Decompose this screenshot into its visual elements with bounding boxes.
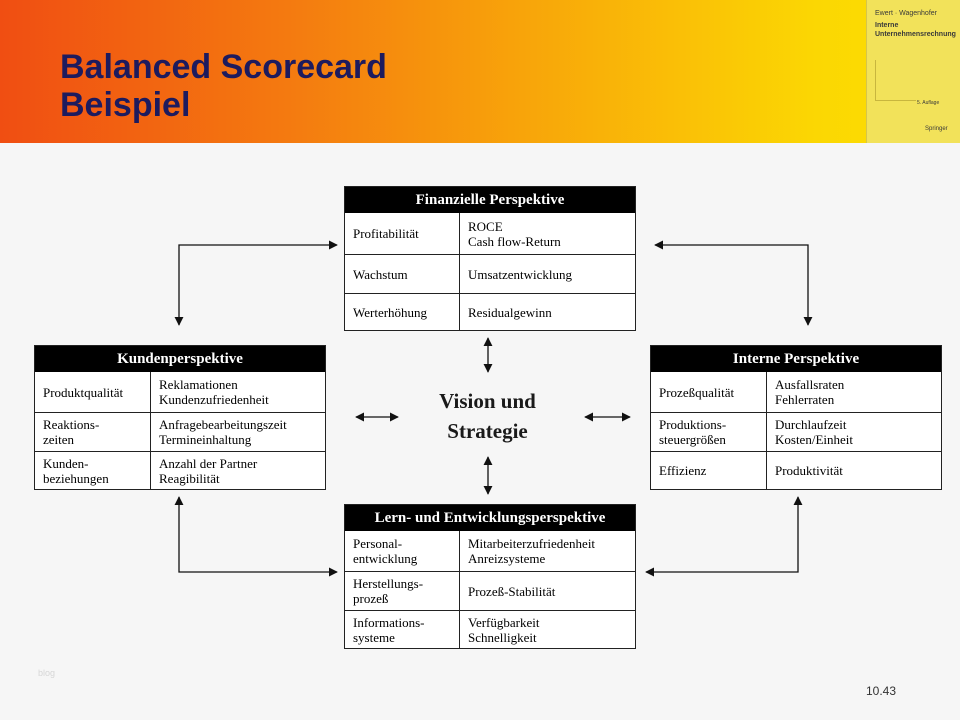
book-edition: 5. Auflage	[917, 100, 940, 106]
financial-measure: Umsatzentwicklung	[459, 255, 635, 293]
arrow-customer-learning	[174, 496, 338, 577]
page-number: 10.43	[866, 684, 897, 698]
arrow-financial-internal	[654, 240, 813, 326]
learning-objective: Herstellungs- prozeß	[353, 576, 424, 606]
learning-measure: Mitarbeiterzufriedenheit Anreizsysteme	[459, 531, 635, 571]
learning-row: Personal- entwicklung Mitarbeiterzufried…	[345, 531, 635, 571]
learning-measure: Verfügbarkeit Schnelligkeit	[459, 611, 635, 648]
learning-objective: Personal- entwicklung	[353, 536, 418, 566]
financial-measure: ROCE Cash flow-Return	[459, 213, 635, 254]
book-title: Interne Unternehmensrechnung	[875, 21, 956, 39]
learning-row: Herstellungs- prozeß Prozeß-Stabilität	[345, 571, 635, 610]
learning-row: Informations- systeme Verfügbarkeit Schn…	[345, 610, 635, 648]
arrow-financial-customer	[174, 240, 338, 326]
internal-measure: Durchlaufzeit Kosten/Einheit	[766, 413, 941, 451]
customer-measure: Anfragebearbeitungszeit Termineinhaltung	[150, 413, 325, 451]
book-cover-image: Ewert · Wagenhofer Interne Unternehmensr…	[866, 0, 960, 143]
book-title-line1: Interne	[875, 22, 899, 29]
customer-measure: Anzahl der Partner Reagibilität	[150, 452, 325, 489]
book-publisher: Springer	[925, 126, 948, 132]
internal-objective: Prozeßqualität	[659, 384, 735, 400]
watermark: blog	[38, 668, 56, 678]
internal-measure: Ausfallsraten Fehlerraten	[766, 372, 941, 412]
internal-row: Prozeßqualität Ausfallsraten Fehlerraten	[651, 372, 941, 412]
learning-objective: Informations- systeme	[353, 614, 425, 645]
financial-row: Profitabilität ROCE Cash flow-Return	[345, 213, 635, 254]
customer-row: Kunden- beziehungen Anzahl der Partner R…	[35, 451, 325, 489]
vision-strategy-label: Vision und Strategie	[400, 386, 575, 446]
book-cover-graphic	[875, 60, 916, 101]
vision-line2: Strategie	[447, 419, 528, 443]
slide-title: Balanced Scorecard Beispiel	[60, 48, 387, 124]
internal-perspective-box: Interne Perspektive Prozeßqualität Ausfa…	[650, 345, 942, 490]
financial-objective: Profitabilität	[353, 226, 419, 241]
internal-objective: Produktions- steuergrößen	[659, 417, 727, 447]
internal-row: Effizienz Produktivität	[651, 451, 941, 489]
arrow-internal-learning	[645, 496, 803, 577]
book-title-line2: Unternehmensrechnung	[875, 31, 956, 38]
learning-perspective-title: Lern- und Entwicklungsperspektive	[345, 505, 635, 531]
learning-measure: Prozeß-Stabilität	[459, 572, 635, 610]
customer-objective: Produktqualität	[43, 384, 124, 400]
financial-perspective-title: Finanzielle Perspektive	[345, 187, 635, 213]
financial-row: Wachstum Umsatzentwicklung	[345, 254, 635, 293]
financial-objective: Werterhöhung	[353, 304, 428, 320]
internal-row: Produktions- steuergrößen Durchlaufzeit …	[651, 412, 941, 451]
internal-measure: Produktivität	[766, 452, 941, 489]
internal-perspective-title: Interne Perspektive	[651, 346, 941, 372]
financial-objective: Wachstum	[353, 266, 408, 282]
slide-title-line2: Beispiel	[60, 86, 191, 124]
title-banner: Balanced Scorecard Beispiel Ewert · Wage…	[0, 0, 960, 143]
customer-objective: Kunden- beziehungen	[43, 455, 109, 486]
customer-perspective-title: Kundenperspektive	[35, 346, 325, 372]
slide-title-line1: Balanced Scorecard	[60, 48, 387, 86]
vision-line1: Vision und	[439, 389, 536, 413]
book-authors: Ewert · Wagenhofer	[875, 10, 937, 17]
customer-row: Produktqualität Reklamationen Kundenzufr…	[35, 372, 325, 412]
financial-row: Werterhöhung Residualgewinn	[345, 293, 635, 330]
customer-measure: Reklamationen Kundenzufriedenheit	[150, 372, 325, 412]
customer-row: Reaktions- zeiten Anfragebearbeitungszei…	[35, 412, 325, 451]
customer-perspective-box: Kundenperspektive Produktqualität Reklam…	[34, 345, 326, 490]
customer-objective: Reaktions- zeiten	[43, 417, 100, 447]
financial-perspective-box: Finanzielle Perspektive Profitabilität R…	[344, 186, 636, 331]
financial-measure: Residualgewinn	[459, 294, 635, 330]
learning-perspective-box: Lern- und Entwicklungsperspektive Person…	[344, 504, 636, 649]
internal-objective: Effizienz	[659, 463, 707, 478]
